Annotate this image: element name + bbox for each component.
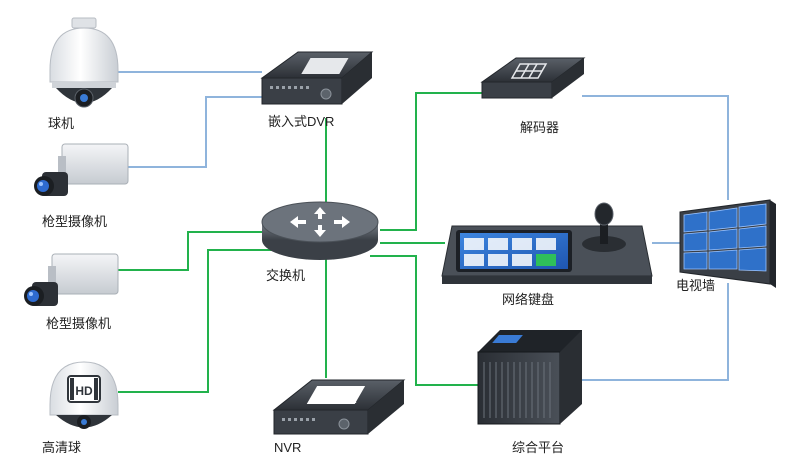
nvr-icon: NVR [272,379,406,435]
nvr-badge: NVR [327,390,357,406]
platform-label: 综合平台 [512,440,564,455]
bullet-camera-1-label: 枪型摄像机 [42,214,107,229]
video-wall-icon [679,199,776,288]
dome-camera-label: 球机 [48,116,74,131]
link-bullet2-to-switch [118,231,262,271]
nvr-label: NVR [274,440,301,455]
link-decoder-to-wall [582,95,729,200]
server-rack-icon [477,330,582,425]
bullet-camera-2-label: 枪型摄像机 [46,316,111,331]
video-wall-screens [683,203,767,272]
network-switch-icon [261,201,379,260]
link-platform-to-wall [582,283,729,381]
ptz-dome-camera-icon [49,17,119,108]
decoder-label: 解码器 [520,120,559,135]
dvr-label: 嵌入式DVR [268,114,334,129]
hd-dome-label: 高清球 [42,440,81,455]
link-hddome-to-switch [118,249,272,393]
network-keyboard-icon [441,202,653,284]
connections [118,71,729,393]
link-bullet1-to-dvr [128,96,262,168]
hd-dome-camera-icon: HD [49,361,119,429]
hd-badge: HD [75,384,93,398]
dvr-icon [260,51,374,105]
keyboard-label: 网络键盘 [502,292,554,307]
bullet-camera-icon [34,143,129,196]
decoder-icon [480,57,586,99]
switch-label: 交换机 [266,268,305,283]
bullet-camera-icon [24,253,119,306]
link-switch-to-platform [370,255,478,386]
video-wall-label: 电视墙 [676,278,715,293]
link-switch-to-decoder [380,92,482,231]
